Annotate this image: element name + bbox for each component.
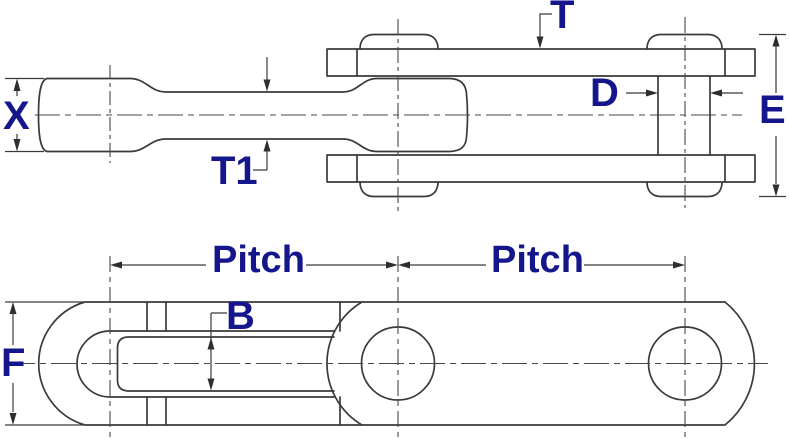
boss-bottom-left: [359, 181, 439, 198]
dim-t1: [253, 57, 271, 171]
dim-x: [5, 77, 44, 153]
boss-top-left: [359, 33, 439, 50]
dim-label-f: F: [1, 341, 26, 385]
head-arc: [326, 301, 363, 426]
bar-end: [116, 336, 335, 392]
clevis-slot: [76, 330, 335, 398]
plan-outline: [37, 301, 756, 426]
side-view: [37, 33, 756, 198]
dim-e: [759, 33, 786, 198]
dim-label-e: E: [759, 88, 786, 132]
dim-label-pitch-right: Pitch: [491, 239, 584, 281]
plan-view: [37, 301, 756, 426]
dim-f: [5, 301, 84, 426]
top-sidebar: [326, 48, 756, 77]
boss-top-right: [646, 33, 723, 50]
dim-label-d: D: [590, 71, 619, 115]
dim-label-t: T: [550, 0, 575, 37]
dim-label-pitch-left: Pitch: [212, 239, 305, 281]
dim-b: [207, 312, 227, 391]
sidebar-end-lines: [356, 48, 726, 183]
dim-d: [626, 89, 743, 97]
dim-label-t1: T1: [211, 149, 258, 193]
dim-t: [536, 13, 552, 49]
dim-label-x: X: [3, 94, 30, 138]
plan-view-centerlines: [10, 256, 768, 439]
jaw-edge-lines: [146, 301, 341, 426]
bottom-sidebar: [326, 154, 756, 183]
dim-label-b: B: [226, 294, 255, 338]
side-view-centerlines: [35, 17, 742, 213]
bar-link-outline: [37, 77, 469, 153]
dim-pitch: [110, 261, 685, 269]
dimensions: [5, 13, 786, 426]
